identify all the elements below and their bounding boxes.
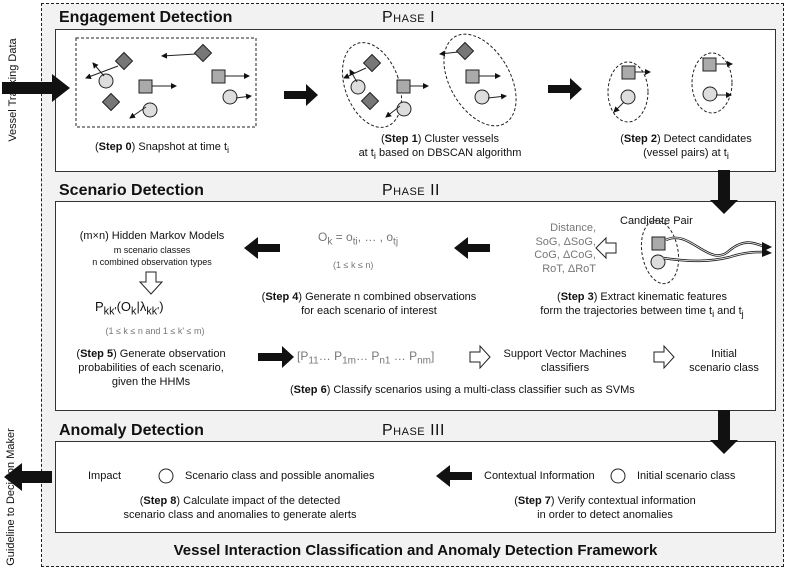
probability-range: (1 ≤ k ≤ n and 1 ≤ k' ≤ m) (105, 326, 205, 336)
input-arrow (2, 74, 70, 102)
pair-ellipse (607, 61, 649, 123)
vessel-diamond (114, 51, 134, 71)
arrow-step7-step8 (436, 465, 472, 487)
arrow-pair-features (595, 236, 617, 260)
vessel-diamond (193, 43, 213, 63)
probability-vector: [P11… P1m… Pn1 … Pnm] (297, 349, 435, 367)
arrow-features-observations (454, 237, 490, 259)
kinematic-features: Distance,SoG, ΔSoG,CoG, ΔCoG,RoT, ΔRoT (534, 222, 596, 275)
snapshot-vessels (85, 43, 252, 119)
framework-title: Vessel Interaction Classification and An… (173, 542, 658, 559)
arrow-phase2-phase3 (710, 410, 738, 454)
scenario-anomalies-label: Scenario class and possible anomalies (185, 470, 375, 482)
step4-caption: (Step 4) Generate n combined observation… (261, 291, 477, 317)
snapshot-box (75, 37, 257, 128)
observation-range: (1 ≤ k ≤ n) (333, 260, 374, 270)
phase2-label: Phase II (382, 182, 440, 199)
output-arrow (4, 463, 52, 491)
phase3-title: Anomaly Detection (59, 422, 204, 439)
vessel-circle (142, 102, 158, 118)
dbscan-clusters (342, 33, 517, 128)
impact-label: Impact (88, 470, 122, 482)
contextual-info-label: Contextual Information (484, 470, 595, 482)
step2-caption: (Step 2) Detect candidates(vessel pairs)… (620, 133, 752, 162)
contextual-plus-circle (610, 468, 626, 484)
candidate-pairs (607, 52, 733, 123)
phase3-label: Phase III (382, 422, 445, 439)
hmm-title: (m×n) Hidden Markov Models (79, 230, 225, 242)
vessel-diamond (101, 92, 121, 112)
phase3-panel (55, 441, 776, 533)
cluster-ellipse (342, 42, 402, 128)
arrow-vector-svm (469, 344, 491, 370)
hmm-observations: n combined observation types (92, 257, 212, 267)
arrow-observations-hmm (244, 237, 280, 259)
hmm-classes: m scenario classes (113, 245, 191, 255)
vessel-circle (222, 89, 238, 105)
vessel-square (211, 69, 226, 84)
arrow-step0-step1 (284, 84, 318, 106)
arrow-svm-initial (653, 344, 675, 370)
arrow-phase1-phase2 (710, 170, 738, 214)
candidate-pair-label: Candidate Pair (620, 215, 693, 227)
step0-caption: (Step 0) Snapshot at time ti (94, 141, 230, 156)
phase1-panel (55, 29, 776, 172)
combined-observation: Ok = oti, … , otj (318, 230, 399, 248)
step8-caption: (Step 8) Calculate impact of the detecte… (123, 495, 357, 521)
cluster-ellipse (443, 33, 517, 127)
arrow-probability-vector (258, 346, 294, 368)
probability-expression: Pkk'(Ok|λkk') (95, 299, 164, 318)
phase2-panel (55, 201, 776, 411)
initial-class-label-p3: Initial scenario class (637, 470, 736, 482)
phase1-title: Engagement Detection (59, 9, 233, 26)
phase2-title: Scenario Detection (59, 182, 204, 199)
vessel-square (138, 79, 153, 94)
impact-plus-circle (158, 468, 174, 484)
pair-ellipse (691, 52, 733, 114)
vessel-circle (98, 73, 114, 89)
candidate-pair-trajectory (640, 219, 772, 285)
step6-caption: (Step 6) Classify scenarios using a mult… (290, 384, 635, 396)
phase1-label: Phase I (382, 9, 436, 26)
arrow-step1-step2 (548, 78, 582, 100)
arrow-hmm-probability (138, 271, 164, 295)
